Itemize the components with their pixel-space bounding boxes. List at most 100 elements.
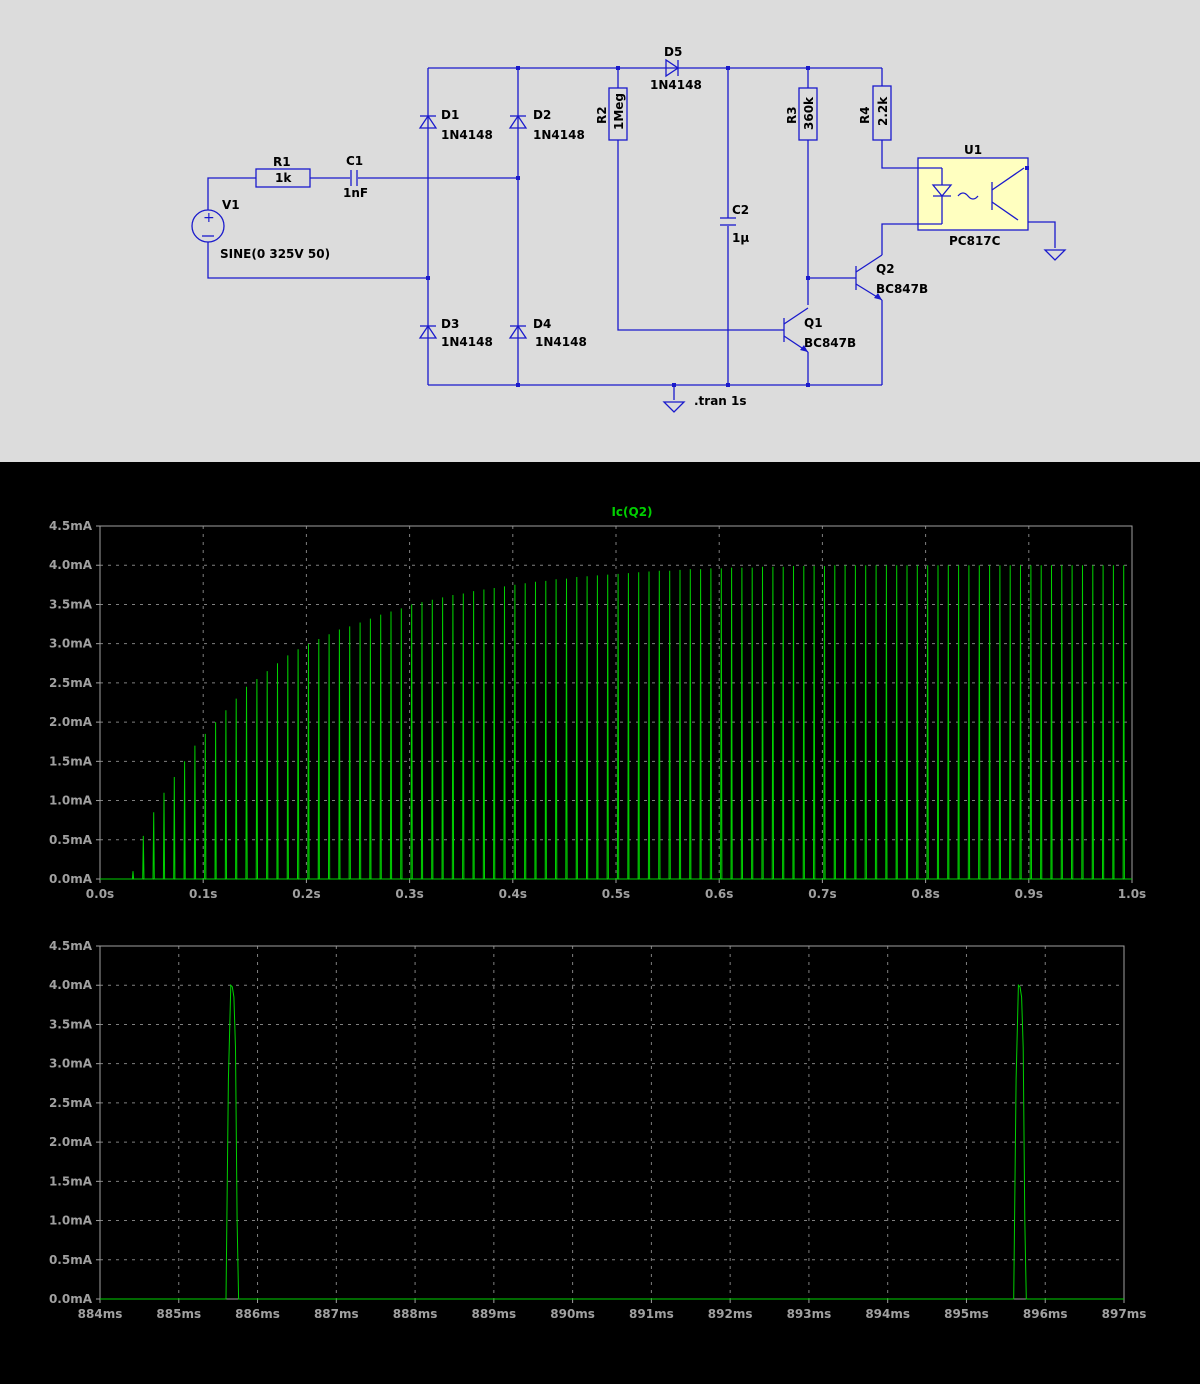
- q1-model: BC847B: [804, 336, 856, 350]
- resistor-r2[interactable]: R2 1Meg: [595, 87, 628, 141]
- d4-name: D4: [533, 317, 551, 331]
- d1-name: D1: [441, 108, 459, 122]
- c1-value: 1nF: [343, 186, 368, 200]
- x-tick-label: 0.6s: [705, 887, 733, 901]
- ground-symbol-u1: [1043, 249, 1067, 261]
- x-tick-label: 892ms: [708, 1307, 753, 1321]
- y-tick-label: 2.5mA: [49, 1096, 93, 1110]
- v1-value: SINE(0 325V 50): [220, 247, 330, 261]
- d3-model: 1N4148: [441, 335, 493, 349]
- resistor-r1[interactable]: R1 1k: [255, 155, 311, 188]
- voltage-source-v1[interactable]: + V1 SINE(0 325V 50): [191, 198, 330, 261]
- x-tick-label: 884ms: [78, 1307, 123, 1321]
- q2-model: BC847B: [876, 282, 928, 296]
- x-tick-label: 886ms: [235, 1307, 280, 1321]
- d1-model: 1N4148: [441, 128, 493, 142]
- y-tick-label: 2.0mA: [49, 715, 93, 729]
- diode-d5[interactable]: D5 1N4148: [650, 45, 702, 92]
- x-tick-label: 0.7s: [808, 887, 836, 901]
- x-tick-label: 1.0s: [1118, 887, 1146, 901]
- x-tick-label: 885ms: [156, 1307, 201, 1321]
- tran-directive[interactable]: .tran 1s: [694, 394, 747, 408]
- series-line-ic-q2[interactable]: [100, 565, 1132, 880]
- d2-name: D2: [533, 108, 551, 122]
- u1-name: U1: [964, 143, 982, 157]
- y-tick-label: 3.0mA: [49, 1057, 93, 1071]
- x-tick-label: 887ms: [314, 1307, 359, 1321]
- y-tick-label: 0.0mA: [49, 1292, 93, 1306]
- r3-name: R3: [785, 106, 799, 124]
- x-tick-label: 0.1s: [189, 887, 217, 901]
- c2-name: C2: [732, 203, 749, 217]
- x-tick-label: 0.9s: [1015, 887, 1043, 901]
- d4-model: 1N4148: [535, 335, 587, 349]
- transistor-q1[interactable]: Q1 BC847B: [783, 307, 856, 385]
- r4-name: R4: [858, 106, 872, 124]
- x-tick-label: 0.2s: [292, 887, 320, 901]
- svg-text:+: +: [203, 210, 215, 226]
- diode-d4[interactable]: D4 1N4148: [508, 317, 587, 349]
- x-tick-label: 893ms: [787, 1307, 832, 1321]
- d3-name: D3: [441, 317, 459, 331]
- x-tick-label: 0.4s: [499, 887, 527, 901]
- x-tick-label: 889ms: [471, 1307, 516, 1321]
- d5-name: D5: [664, 45, 682, 59]
- y-tick-label: 1.5mA: [49, 754, 93, 768]
- y-tick-label: 1.0mA: [49, 1214, 93, 1228]
- x-tick-label: 891ms: [629, 1307, 674, 1321]
- x-tick-label: 895ms: [944, 1307, 989, 1321]
- d2-model: 1N4148: [533, 128, 585, 142]
- optocoupler-u1[interactable]: U1 PC817C: [917, 143, 1029, 248]
- c2-value: 1µ: [732, 231, 749, 245]
- capacitor-c1[interactable]: C1 1nF: [343, 154, 368, 200]
- capacitor-c2[interactable]: C2 1µ: [720, 203, 749, 245]
- x-tick-label: 896ms: [1023, 1307, 1068, 1321]
- r1-value: 1k: [275, 171, 292, 185]
- y-tick-label: 4.5mA: [49, 939, 93, 953]
- y-tick-label: 2.0mA: [49, 1135, 93, 1149]
- trace-title[interactable]: Ic(Q2): [611, 505, 652, 519]
- v1-name: V1: [222, 198, 240, 212]
- wires: [207, 67, 1056, 400]
- resistor-r3[interactable]: R3 360k: [785, 87, 818, 141]
- c1-name: C1: [346, 154, 363, 168]
- diode-d3[interactable]: D3 1N4148: [418, 317, 493, 349]
- ground-symbol-main: [662, 401, 686, 413]
- schematic-view[interactable]: + V1 SINE(0 325V 50) R1 1k C1 1nF D1 1N4…: [0, 0, 1200, 462]
- y-tick-label: 4.0mA: [49, 978, 93, 992]
- plot-frame: [99, 945, 1125, 1300]
- x-tick-label: 897ms: [1102, 1307, 1147, 1321]
- plot-pane-1[interactable]: 884ms 885ms 886ms 887ms 888ms 889ms 890ms 891ms…: [49, 939, 1146, 1321]
- y-tick-label: 1.5mA: [49, 1174, 93, 1188]
- y-tick-label: 4.0mA: [49, 558, 93, 572]
- x-tick-label: 0.8s: [911, 887, 939, 901]
- y-tick-label: 0.5mA: [49, 1253, 93, 1267]
- r1-name: R1: [273, 155, 291, 169]
- y-tick-label: 3.5mA: [49, 597, 93, 611]
- x-tick-label: 0.0s: [86, 887, 114, 901]
- x-tick-label: 888ms: [393, 1307, 438, 1321]
- diode-d2[interactable]: D2 1N4148: [508, 108, 585, 142]
- r4-value: 2.2k: [876, 96, 890, 126]
- u1-model: PC817C: [949, 234, 1001, 248]
- transistor-q2[interactable]: Q2 BC847B: [855, 254, 928, 301]
- d5-model: 1N4148: [650, 78, 702, 92]
- r2-name: R2: [595, 106, 609, 124]
- y-tick-label: 4.5mA: [49, 519, 93, 533]
- x-tick-label: 0.5s: [602, 887, 630, 901]
- r3-value: 360k: [802, 96, 816, 130]
- y-tick-label: 0.5mA: [49, 833, 93, 847]
- diode-d1[interactable]: D1 1N4148: [418, 108, 493, 142]
- y-tick-label: 3.5mA: [49, 1017, 93, 1031]
- r2-value: 1Meg: [612, 93, 626, 130]
- schematic-canvas[interactable]: + V1 SINE(0 325V 50) R1 1k C1 1nF D1 1N4…: [0, 0, 1200, 462]
- resistor-r4[interactable]: R4 2.2k: [858, 85, 892, 141]
- y-tick-label: 3.0mA: [49, 637, 93, 651]
- x-tick-label: 890ms: [550, 1307, 595, 1321]
- y-tick-label: 2.5mA: [49, 676, 93, 690]
- q2-name: Q2: [876, 262, 895, 276]
- series-line-ic-q2[interactable]: [100, 983, 1124, 1300]
